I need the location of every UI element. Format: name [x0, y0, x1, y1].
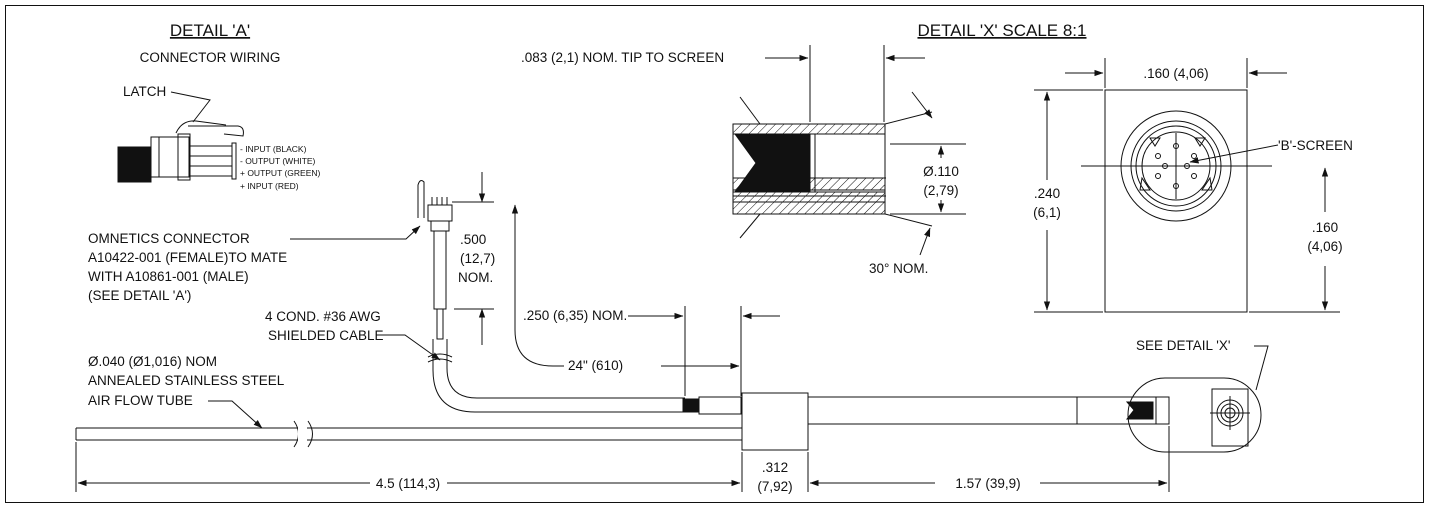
- dim-500: .500 (12,7) NOM.: [452, 172, 495, 345]
- dim-body-metric: (7,92): [757, 479, 792, 494]
- dim-500-metric: (12,7): [460, 251, 495, 266]
- connector-line-3: WITH A10861-001 (MALE): [88, 269, 249, 284]
- wire-input-red: + INPUT (RED): [240, 181, 299, 191]
- dim-250-value: .250 (6,35) NOM.: [523, 308, 627, 323]
- dim-500-value: .500: [460, 232, 486, 247]
- height-160-value: .160: [1312, 220, 1338, 235]
- dim-500-nom: NOM.: [458, 270, 493, 285]
- shielded-cable: [427, 339, 742, 415]
- dim-body-value: .312: [762, 460, 788, 475]
- tube-line-3: AIR FLOW TUBE: [88, 393, 193, 408]
- latch-connector-icon: [117, 91, 244, 183]
- detail-x-callout: [1127, 377, 1262, 453]
- connector-line-1: OMNETICS CONNECTOR: [88, 231, 250, 246]
- wire-output-white: - OUTPUT (WHITE): [240, 156, 316, 166]
- cable-line-1: 4 COND. #36 AWG: [265, 309, 381, 324]
- probe-assembly: SEE DETAIL 'X': [75, 180, 1269, 453]
- wire-output-green: + OUTPUT (GREEN): [240, 168, 321, 178]
- detail-a: DETAIL 'A' CONNECTOR WIRING LATCH - INPU…: [117, 21, 321, 191]
- detail-a-subtitle: CONNECTOR WIRING: [140, 50, 281, 65]
- height-240-value: .240: [1034, 186, 1060, 201]
- width-160-label: .160 (4,06): [1143, 66, 1208, 81]
- angle-label: 30° NOM.: [869, 261, 928, 276]
- connector-callout: OMNETICS CONNECTOR A10422-001 (FEMALE)TO…: [88, 225, 421, 303]
- b-screen-label: 'B'-SCREEN: [1278, 138, 1353, 153]
- bottom-dims: 4.5 (114,3) .312 (7,92) 1.57 (39,9): [75, 426, 1170, 494]
- connector-line-4: (SEE DETAIL 'A'): [88, 288, 191, 303]
- height-160-metric: (4,06): [1307, 239, 1342, 254]
- dia-110-value: Ø.110: [923, 164, 959, 179]
- air-flow-tube: [75, 420, 742, 448]
- connector-line-2: A10422-001 (FEMALE)TO MATE: [88, 250, 287, 265]
- tube-callout: Ø.040 (Ø1,016) NOM ANNEALED STAINLESS ST…: [88, 354, 285, 429]
- detail-x-title: DETAIL 'X' SCALE 8:1: [917, 21, 1086, 40]
- dia-110-metric: (2,79): [923, 183, 958, 198]
- see-detail-x-label: SEE DETAIL 'X': [1136, 338, 1230, 353]
- dim-250: .250 (6,35) NOM.: [511, 204, 780, 396]
- tube-line-2: ANNEALED STAINLESS STEEL: [88, 373, 285, 388]
- dim-probe-value: 1.57 (39,9): [955, 476, 1020, 491]
- see-detail-x-leader: [1254, 345, 1269, 391]
- drawing-frame: [5, 5, 1424, 503]
- height-240-metric: (6,1): [1033, 205, 1061, 220]
- tip-section: [732, 96, 933, 239]
- cable-callout: 4 COND. #36 AWG SHIELDED CABLE: [265, 309, 441, 361]
- tip-to-screen-label: .083 (2,1) NOM. TIP TO SCREEN: [521, 50, 724, 65]
- end-view: [1081, 89, 1272, 313]
- cable-line-2: SHIELDED CABLE: [268, 328, 384, 343]
- dim-overall-value: 4.5 (114,3): [376, 476, 440, 491]
- latch-label: LATCH: [123, 84, 166, 99]
- wire-input-black: - INPUT (BLACK): [240, 144, 307, 154]
- dim-24: 24" (610): [514, 318, 740, 373]
- omnetics-connector: [417, 180, 453, 340]
- tube-line-1: Ø.040 (Ø1,016) NOM: [88, 354, 217, 369]
- dim-24-value: 24" (610): [568, 358, 623, 373]
- probe-body: [741, 392, 1170, 451]
- detail-x: DETAIL 'X' SCALE 8:1 .083 (2,1) NOM. TIP…: [521, 21, 1353, 313]
- detail-a-title: DETAIL 'A': [170, 21, 250, 40]
